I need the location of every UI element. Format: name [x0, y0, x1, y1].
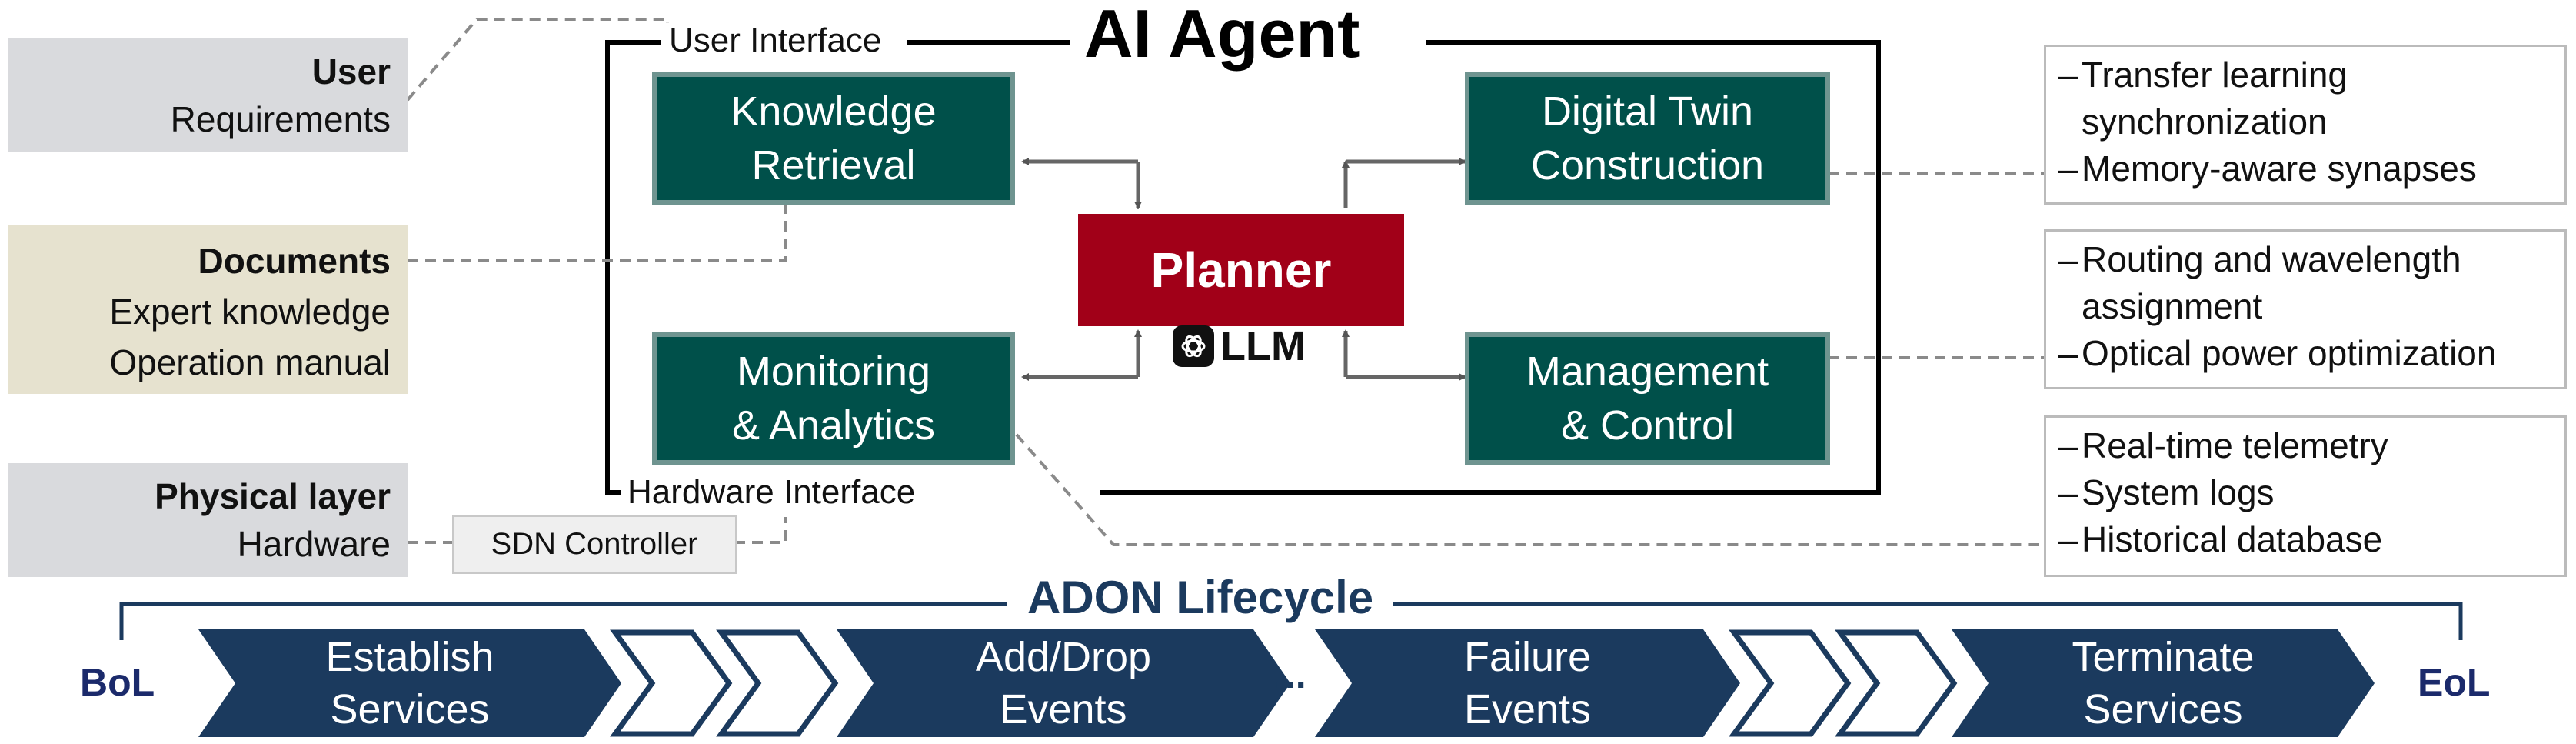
stage-label-failure: Failure Events	[1352, 631, 1703, 736]
control-techniques-box: –Routing and wavelength assignment –Opti…	[2044, 229, 2567, 389]
stage-label-establish: Establish Services	[235, 631, 584, 736]
module-line: Retrieval	[751, 142, 916, 189]
physical-input-box: Physical layer Hardware	[8, 463, 408, 577]
lifecycle-start-label: BoL	[80, 661, 155, 704]
lifecycle-ellipsis: ...	[1274, 653, 1306, 696]
user-interface-label: User Interface	[663, 23, 888, 58]
list-dash: –	[2058, 239, 2078, 279]
user-title: User	[311, 52, 391, 92]
module-line: & Analytics	[731, 402, 936, 449]
transition-chevron	[610, 629, 733, 737]
list-item: Historical database	[2082, 519, 2383, 559]
lifecycle-title: ADON Lifecycle	[1007, 573, 1394, 622]
stage-line: Add/Drop	[975, 634, 1152, 680]
stage-label-terminate: Terminate Services	[1989, 631, 2338, 736]
stage-chevron-establish	[198, 629, 621, 737]
list-item: Optical power optimization	[2082, 333, 2497, 373]
stage-label-adddrop: Add/Drop Events	[874, 631, 1253, 736]
list-dash: –	[2058, 519, 2078, 559]
lifecycle-chevrons	[198, 629, 2375, 737]
llm-logo-icon	[1173, 325, 1214, 367]
documents-line-expert: Expert knowledge	[109, 292, 391, 332]
agent-frame	[605, 40, 1881, 495]
stage-chevron-terminate	[1952, 629, 2375, 737]
list-dash: –	[2058, 333, 2078, 373]
stage-chevron-failure	[1315, 629, 1740, 737]
stage-line: Events	[1000, 686, 1127, 732]
digital-twin-module: Digital Twin Construction	[1465, 72, 1830, 205]
sdn-controller-box: SDN Controller	[452, 515, 737, 574]
user-input-box: User Requirements	[8, 38, 408, 152]
list-dash: –	[2058, 55, 2078, 95]
module-line: Knowledge	[731, 88, 937, 135]
list-dash: –	[2058, 148, 2078, 189]
planner-label: Planner	[1150, 242, 1332, 298]
documents-input-box: Documents Expert knowledge Operation man…	[8, 225, 408, 394]
planner-box: Planner	[1078, 214, 1404, 326]
stage-chevron-adddrop	[837, 629, 1290, 737]
transition-chevron	[716, 629, 839, 737]
agent-title: AI Agent	[1070, 0, 1374, 68]
module-line: Monitoring	[736, 349, 931, 395]
knowledge-retrieval-module: Knowledge Retrieval	[652, 72, 1015, 205]
module-line: Construction	[1530, 142, 1765, 189]
user-subtitle: Requirements	[170, 99, 391, 139]
list-dash: –	[2058, 425, 2078, 465]
dashed-connectors	[406, 18, 2045, 546]
lifecycle-end-label: EoL	[2418, 661, 2491, 704]
documents-line-manual: Operation manual	[109, 342, 391, 382]
stage-line: Services	[330, 686, 490, 732]
list-item-continuation: synchronization	[2082, 102, 2328, 142]
llm-label-group: LLM	[1173, 323, 1306, 369]
list-item: Memory-aware synapses	[2082, 148, 2477, 189]
transition-chevron	[1729, 629, 1852, 737]
module-line: Digital Twin	[1541, 88, 1754, 135]
list-dash: –	[2058, 472, 2078, 512]
module-line: Management	[1526, 349, 1769, 395]
management-control-module: Management & Control	[1465, 332, 1830, 465]
stage-line: Services	[2083, 686, 2243, 732]
llm-label: LLM	[1220, 323, 1306, 369]
monitoring-sources-box: –Real-time telemetry –System logs –Histo…	[2044, 415, 2567, 577]
physical-subtitle: Hardware	[237, 524, 391, 564]
list-item: Transfer learning	[2082, 55, 2348, 95]
list-item: Routing and wavelength	[2082, 239, 2461, 279]
transition-chevron	[1835, 629, 1958, 737]
stage-line: Failure	[1463, 634, 1592, 680]
module-line: & Control	[1560, 402, 1735, 449]
planner-arrows	[1021, 158, 1466, 381]
hardware-interface-label: Hardware Interface	[621, 475, 922, 510]
monitoring-analytics-module: Monitoring & Analytics	[652, 332, 1015, 465]
stage-line: Events	[1463, 686, 1592, 732]
stage-line: Establish	[325, 634, 494, 680]
twin-techniques-box: –Transfer learning synchronization –Memo…	[2044, 45, 2567, 205]
documents-title: Documents	[198, 241, 391, 281]
list-item: Real-time telemetry	[2082, 425, 2388, 465]
list-item-continuation: assignment	[2082, 286, 2263, 326]
physical-title: Physical layer	[155, 476, 391, 516]
list-item: System logs	[2082, 472, 2275, 512]
stage-line: Terminate	[2072, 634, 2255, 680]
